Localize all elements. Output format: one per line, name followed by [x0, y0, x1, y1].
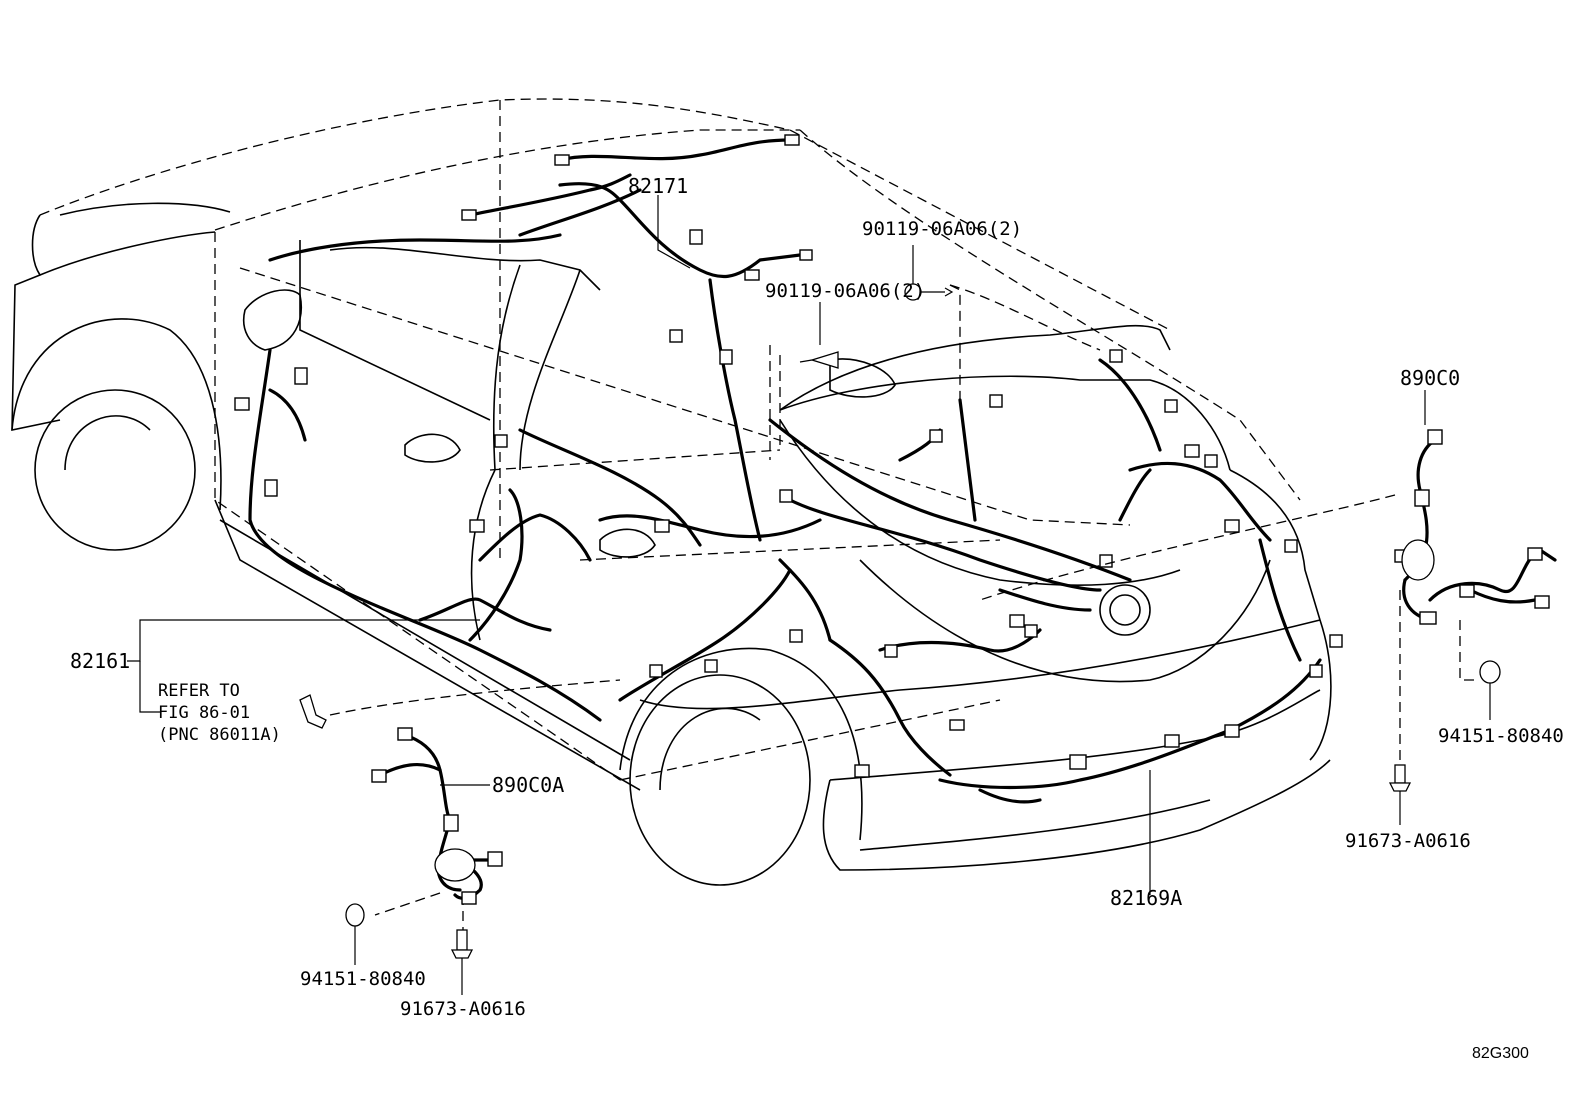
label-wire-roof: 82171 [628, 174, 688, 198]
screw-right-part [1388, 764, 1412, 825]
label-bolt-upper: 90119-06A06(2) [862, 218, 1022, 240]
label-sensor-rear-right: 890C0 [1400, 366, 1460, 390]
label-bolt-lower: 90119-06A06(2) [765, 280, 925, 302]
label-grommet-right: 94151-80840 [1438, 725, 1564, 747]
bolt-parts [799, 283, 954, 369]
sensor-rear-left [371, 727, 503, 905]
dashed-leaders [329, 284, 1480, 930]
car-body-outline [11, 98, 1332, 886]
wire-harness-floor [248, 348, 822, 722]
screw-left-part [450, 929, 474, 995]
harness-connectors [234, 134, 1343, 778]
label-leaders [127, 195, 1151, 895]
sensor-rear-right [1394, 390, 1557, 625]
label-screw-right: 91673-A0616 [1345, 830, 1471, 852]
label-screw-left: 91673-A0616 [400, 998, 526, 1020]
label-sensor-rear-left: 890C0A [492, 773, 564, 797]
label-wire-rear: 82169A [1110, 886, 1182, 910]
label-refer-line3: (PNC 86011A) [158, 725, 281, 745]
wire-harness-rear [618, 358, 1322, 804]
diagram-id: 82G300 [1472, 1045, 1529, 1062]
label-refer-line2: FIG 86-01 [158, 703, 250, 723]
label-wire-floor: 82161 [70, 649, 130, 673]
label-grommet-left: 94151-80840 [300, 968, 426, 990]
grommet-left-part [345, 903, 365, 965]
wire-harness-roof [268, 138, 802, 542]
grommet-right-part [1479, 660, 1501, 720]
clip-part [299, 694, 327, 729]
label-refer-line1: REFER TO [158, 681, 240, 701]
